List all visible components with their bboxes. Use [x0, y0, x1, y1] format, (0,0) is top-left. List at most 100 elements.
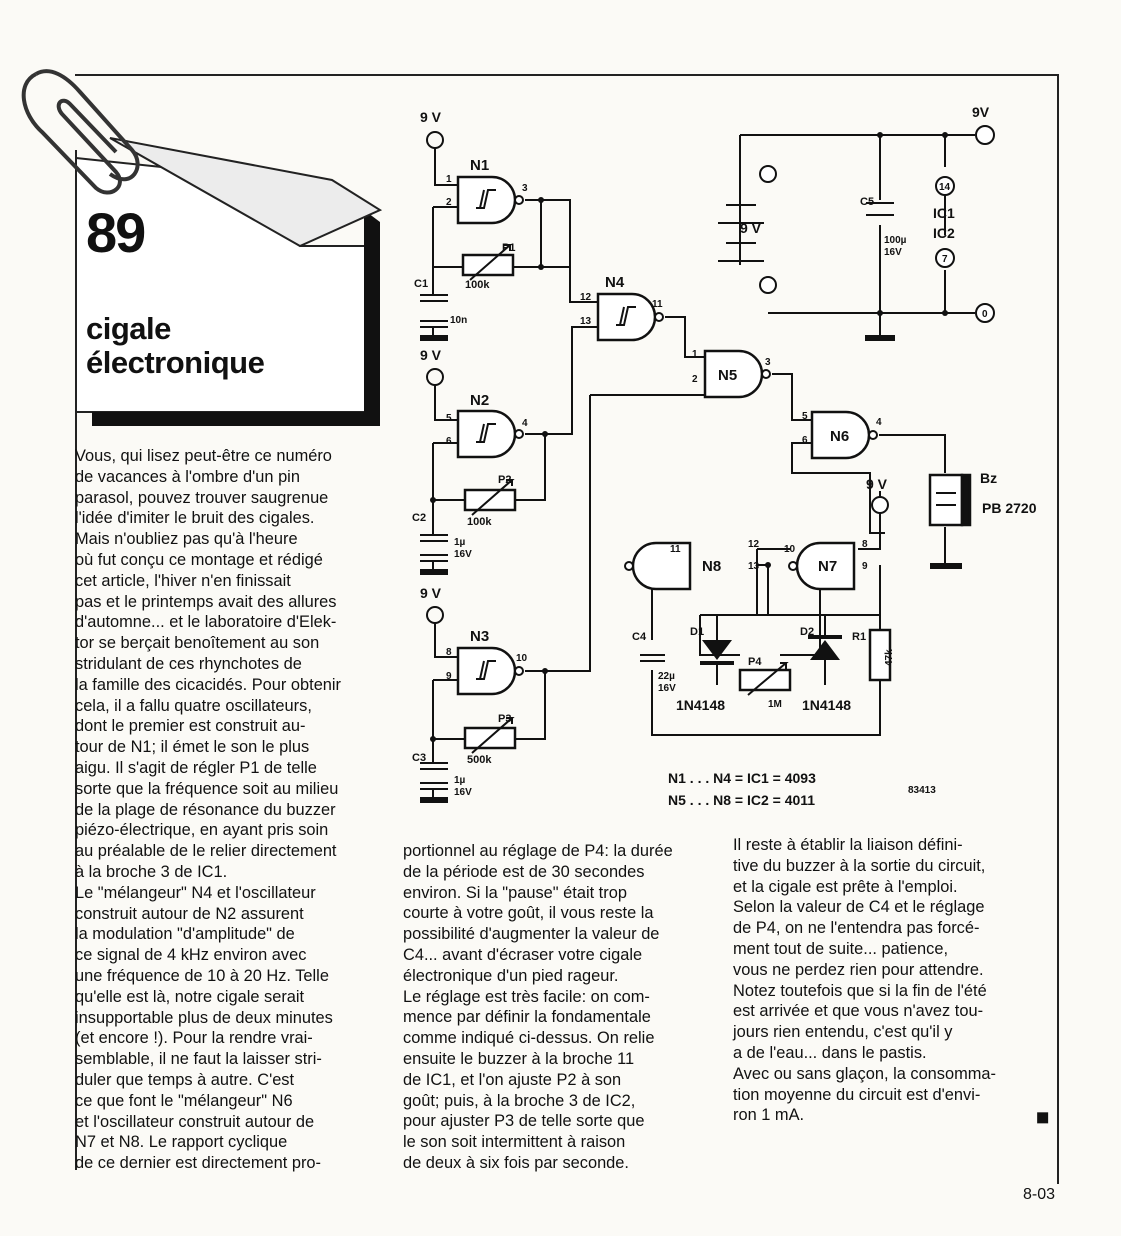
buzzer — [928, 473, 964, 527]
frame-top-rule — [75, 74, 1057, 76]
label-p3: P3 — [498, 713, 511, 725]
paper-clip-icon — [21, 69, 140, 195]
ic2-label: IC2 — [933, 225, 955, 241]
svg-text:4: 4 — [876, 417, 882, 428]
voltage-c5: 16V — [884, 247, 902, 258]
svg-text:10: 10 — [516, 653, 528, 664]
svg-text:13: 13 — [580, 316, 592, 327]
svg-text:12: 12 — [580, 292, 592, 303]
gate-n2 — [456, 409, 525, 459]
supply-label-n7: 9 V — [866, 476, 888, 492]
svg-text:2: 2 — [692, 374, 698, 385]
ic1-label: IC1 — [933, 205, 955, 221]
supply-terminal-n3 — [426, 606, 444, 624]
gate-n1 — [456, 175, 525, 225]
svg-text:6: 6 — [802, 435, 808, 446]
label-n7: N7 — [818, 558, 837, 575]
voltage-c2: 16V — [454, 549, 472, 560]
svg-text:9: 9 — [862, 561, 868, 572]
buzzer-part: PB 2720 — [982, 500, 1037, 516]
diode-d2 — [810, 640, 840, 660]
buzzer-label: Bz — [980, 470, 997, 486]
value-p2: 100k — [467, 516, 492, 528]
svg-text:5: 5 — [802, 411, 808, 422]
svg-text:3: 3 — [522, 183, 528, 194]
voltage-c4: 16V — [658, 683, 676, 694]
end-mark-icon: ◼ — [1036, 1109, 1050, 1126]
ic-note-2: N5 . . . N8 = IC2 = 4011 — [668, 792, 815, 808]
svg-text:6: 6 — [446, 436, 452, 447]
label-n3: N3 — [470, 628, 489, 645]
value-c4: 22µ — [658, 671, 675, 682]
gate-n3 — [456, 646, 525, 696]
supply-9v-terminal — [975, 125, 995, 145]
battery-label: 9 V — [740, 220, 762, 236]
ground-terminal — [975, 303, 995, 323]
svg-text:8: 8 — [862, 539, 868, 550]
label-d2: D2 — [800, 626, 814, 638]
supply-terminal-n2 — [426, 368, 444, 386]
svg-text:4: 4 — [522, 418, 528, 429]
svg-text:3: 3 — [765, 357, 771, 368]
label-p1: P1 — [502, 242, 515, 254]
pin14-terminal — [935, 176, 955, 196]
pin7-label: 7 — [942, 254, 948, 265]
label-c2: C2 — [412, 512, 426, 524]
pin14-label: 14 — [939, 182, 951, 193]
supply-label-n1: 9 V — [420, 109, 442, 125]
pin-zero-label: 0 — [982, 309, 988, 320]
svg-text:1: 1 — [446, 174, 452, 185]
svg-text:11: 11 — [670, 544, 681, 555]
label-r1: R1 — [852, 631, 866, 643]
text-column-3: Il reste à établir la liaison défini- ti… — [733, 836, 996, 1125]
value-p3: 500k — [467, 754, 492, 766]
frame-right-rule — [1057, 74, 1059, 1184]
label-c1: C1 — [414, 278, 428, 290]
value-p1: 100k — [465, 279, 490, 291]
svg-text:13: 13 — [748, 561, 760, 572]
svg-text:2: 2 — [446, 197, 452, 208]
value-d1: 1N4148 — [676, 697, 725, 713]
clipped-note-card — [21, 69, 383, 426]
resistor-r1 — [868, 628, 892, 682]
buzzer-ground-symbol — [930, 563, 962, 569]
svg-text:5: 5 — [446, 413, 452, 424]
frame-left-rule — [75, 150, 77, 1170]
value-d2: 1N4148 — [802, 697, 851, 713]
value-c5: 100µ — [884, 235, 907, 246]
label-c3: C3 — [412, 752, 426, 764]
value-r1: 47k — [884, 649, 895, 666]
label-n1: N1 — [470, 157, 489, 174]
svg-text:11: 11 — [652, 299, 663, 310]
title-line-1: cigale — [86, 311, 171, 346]
ground-symbol — [865, 335, 895, 341]
folded-corner — [109, 137, 383, 248]
value-c1: 10n — [450, 315, 467, 326]
label-n8: N8 — [702, 558, 721, 575]
svg-text:8: 8 — [446, 647, 452, 658]
label-n5: N5 — [718, 367, 737, 384]
circuit-schematic: 9 V 9 V 9 V 9V 9 V 9 V N1 N2 N3 N4 N5 N6… — [412, 104, 1037, 808]
article-number: 89 — [86, 201, 146, 264]
label-p4: P4 — [748, 656, 762, 668]
battery-minus-terminal — [759, 276, 777, 294]
svg-text:10: 10 — [784, 544, 796, 555]
label-n4: N4 — [605, 274, 625, 291]
supply-label-n2: 9 V — [420, 347, 442, 363]
supply-label-n3: 9 V — [420, 585, 442, 601]
svg-text:1: 1 — [692, 349, 698, 360]
article-title: cigale électronique — [86, 311, 265, 380]
supply-label-top: 9V — [972, 104, 990, 120]
label-c5: C5 — [860, 196, 874, 208]
supply-terminal-n1 — [426, 131, 444, 149]
label-c4: C4 — [632, 631, 647, 643]
battery-plus-terminal — [759, 165, 777, 183]
diode-d1 — [702, 640, 732, 660]
text-column-2: portionnel au réglage de P4: la durée de… — [403, 842, 673, 1172]
svg-text:12: 12 — [748, 539, 760, 550]
value-c2: 1µ — [454, 537, 466, 548]
voltage-c3: 16V — [454, 787, 472, 798]
value-c3: 1µ — [454, 775, 466, 786]
supply-terminal-n7 — [871, 496, 889, 514]
gate-n5 — [703, 349, 772, 399]
